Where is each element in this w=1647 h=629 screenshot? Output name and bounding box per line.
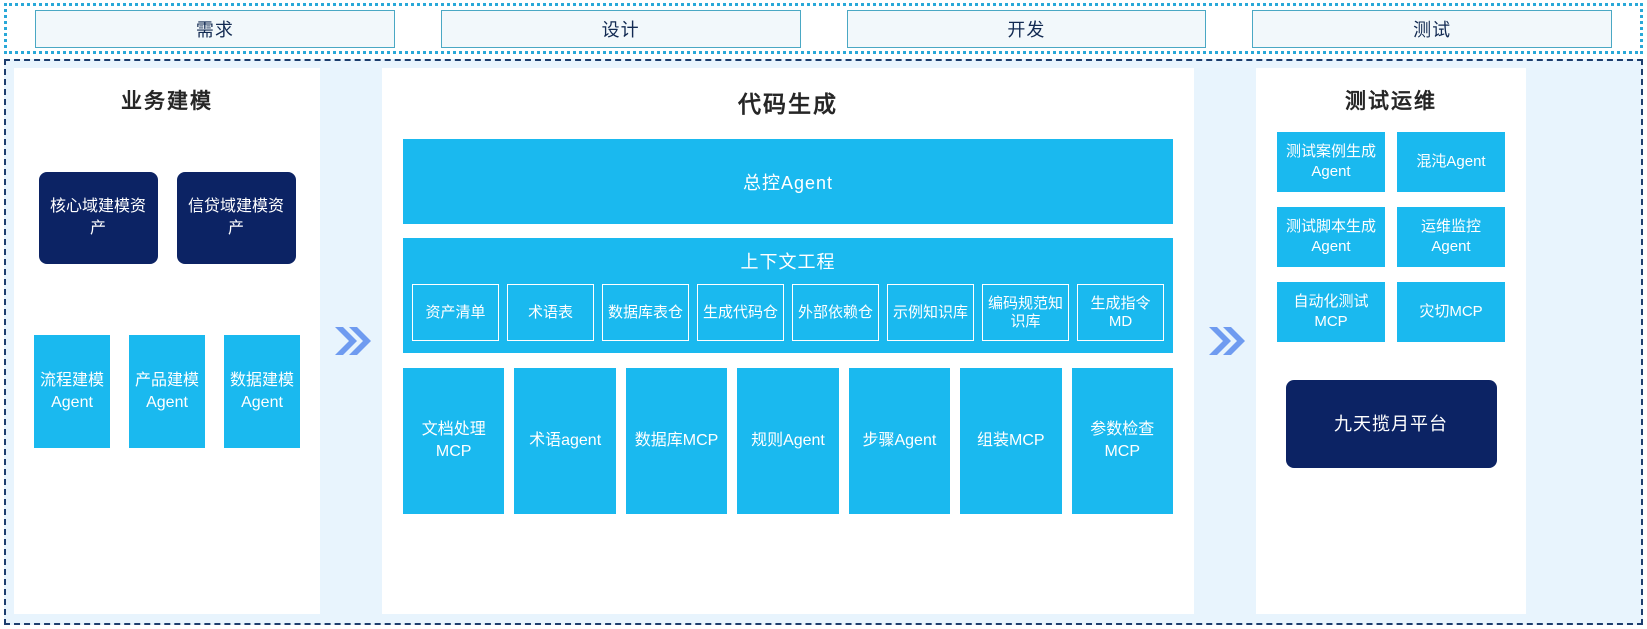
panel-title-test-operations: 测试运维: [1345, 90, 1437, 113]
context-item-external-dependency-repo[interactable]: 外部依赖仓: [792, 284, 879, 341]
context-engineering-title: 上下文工程: [740, 252, 836, 272]
panel-title-business-modeling: 业务建模: [121, 90, 213, 113]
agent-process-modeling[interactable]: 流程建模Agent: [34, 335, 110, 448]
test-operations-grid: 测试案例生成Agent 混沌Agent 测试脚本生成Agent 运维监控Agen…: [1277, 132, 1505, 342]
tool-step-agent[interactable]: 步骤Agent: [848, 368, 951, 514]
asset-credit-domain-modeling[interactable]: 信贷域建模资产: [176, 172, 296, 264]
panel-test-operations: 测试运维 测试案例生成Agent 混沌Agent 测试脚本生成Agent 运维监…: [1256, 68, 1526, 614]
double-chevron-right-icon-right: [1194, 68, 1256, 614]
double-chevron-right-icon-left: [320, 68, 382, 614]
agent-data-modeling[interactable]: 数据建模Agent: [224, 335, 300, 448]
panel-title-code-generation: 代码生成: [738, 91, 838, 117]
tool-document-processing-mcp[interactable]: 文档处理MCP: [403, 368, 505, 514]
tool-parameter-check-mcp[interactable]: 参数检查MCP: [1071, 368, 1173, 514]
platform-jiutian-lanyue[interactable]: 九天揽月平台: [1285, 380, 1497, 468]
tool-glossary-agent[interactable]: 术语agent: [514, 368, 616, 514]
tool-assembly-mcp[interactable]: 组装MCP: [960, 368, 1062, 514]
asset-core-domain-modeling[interactable]: 核心域建模资产: [38, 172, 158, 264]
code-generation-content: 总控Agent 上下文工程 资产清单 术语表 数据库表仓 生成代码仓 外部依赖仓…: [382, 139, 1194, 514]
context-engineering-band: 上下文工程 资产清单 术语表 数据库表仓 生成代码仓 外部依赖仓 示例知识库 编…: [403, 238, 1173, 353]
agent-ops-monitoring[interactable]: 运维监控Agent: [1397, 207, 1505, 267]
context-item-example-knowledge-base[interactable]: 示例知识库: [887, 284, 974, 341]
agent-test-case-generation[interactable]: 测试案例生成Agent: [1277, 132, 1385, 192]
main-frame: 业务建模 核心域建模资产 信贷域建模资产 流程建模Agent 产品建模Agent…: [4, 59, 1643, 625]
context-item-generated-code-repo[interactable]: 生成代码仓: [697, 284, 784, 341]
code-generation-tools-row: 文档处理MCP 术语agent 数据库MCP 规则Agent 步骤Agent 组…: [403, 368, 1173, 514]
tool-disaster-switch-mcp[interactable]: 灾切MCP: [1397, 282, 1505, 342]
agent-product-modeling[interactable]: 产品建模Agent: [129, 335, 205, 448]
phase-strip: 需求 设计 开发 测试: [4, 3, 1643, 54]
tool-automated-test-mcp[interactable]: 自动化测试MCP: [1277, 282, 1385, 342]
master-agent-band[interactable]: 总控Agent: [403, 139, 1173, 224]
context-item-glossary[interactable]: 术语表: [507, 284, 594, 341]
phase-box-development[interactable]: 开发: [846, 9, 1207, 48]
phase-box-design[interactable]: 设计: [440, 9, 801, 48]
context-item-generation-instruction-md[interactable]: 生成指令MD: [1077, 284, 1164, 341]
panel-code-generation: 代码生成 总控Agent 上下文工程 资产清单 术语表 数据库表仓 生成代码仓 …: [382, 68, 1194, 614]
agent-test-script-generation[interactable]: 测试脚本生成Agent: [1277, 207, 1385, 267]
context-items-row: 资产清单 术语表 数据库表仓 生成代码仓 外部依赖仓 示例知识库 编码规范知识库…: [412, 284, 1164, 341]
tool-rule-agent[interactable]: 规则Agent: [737, 368, 839, 514]
business-assets-row: 核心域建模资产 信贷域建模资产: [38, 172, 296, 264]
panel-business-modeling: 业务建模 核心域建模资产 信贷域建模资产 流程建模Agent 产品建模Agent…: [14, 68, 320, 614]
phase-box-requirement[interactable]: 需求: [35, 9, 395, 48]
tool-database-mcp[interactable]: 数据库MCP: [625, 368, 728, 514]
context-item-asset-inventory[interactable]: 资产清单: [412, 284, 499, 341]
context-item-coding-standard-knowledge-base[interactable]: 编码规范知识库: [982, 284, 1069, 341]
context-item-db-table-repo[interactable]: 数据库表仓: [602, 284, 689, 341]
agent-chaos[interactable]: 混沌Agent: [1397, 132, 1505, 192]
phase-box-testing[interactable]: 测试: [1252, 9, 1612, 48]
business-agents-row: 流程建模Agent 产品建模Agent 数据建模Agent: [34, 335, 300, 448]
